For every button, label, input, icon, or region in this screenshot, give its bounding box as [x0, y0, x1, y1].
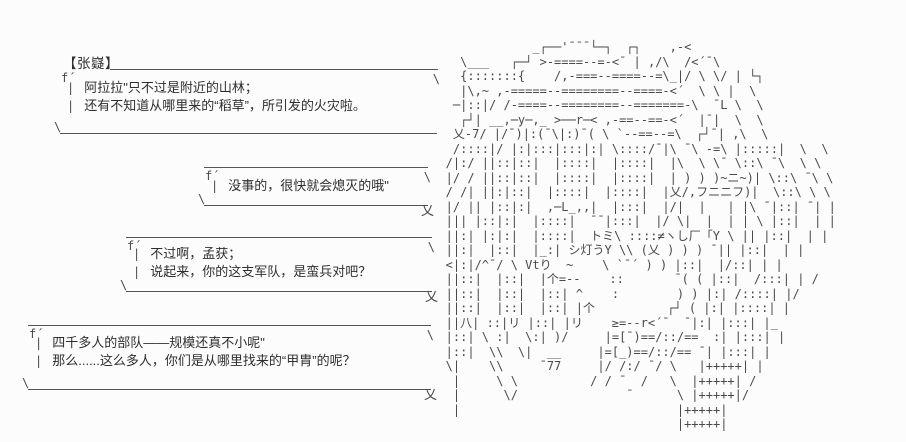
- bubble-corner-top-left: f´: [205, 169, 220, 183]
- speaker-name-label: 【张嶷】: [63, 56, 119, 71]
- bubble-tail: 乂: [423, 388, 437, 403]
- dialogue-text: 说起来，你的这支军队，是蛮兵对吧？: [150, 264, 372, 279]
- dialogue-text: 还有不知道从哪里来的“稻草”，所引发的火灾啦。: [84, 98, 366, 113]
- ascii-art-sprite: _┌──'¯¯¯└─┐ ┌┐ ,-< \___ ┌─┘ >-====--=-<¯…: [445, 40, 836, 431]
- bubble-corner-top-right: \: [432, 72, 440, 86]
- dialogue-text: 阿拉拉"只不过是附近的山林；: [84, 80, 258, 95]
- dialogue-text: 那么......这么多人，你们是从哪里找来的“甲胄”的呢？: [52, 353, 356, 368]
- bubble-corner-top-right: \: [427, 240, 435, 254]
- bubble-gutter-bar: |: [67, 99, 75, 113]
- dialogue-line: | 说起来，你的这支军队，是蛮兵对吧？: [133, 263, 426, 281]
- bubble-gutter-bar: |: [133, 247, 141, 261]
- speech-bubble-1: f´ \ \ | 阿拉拉"只不过是附近的山林； | 还有不知道从哪里来的“稻草”…: [54, 69, 440, 134]
- bubble-gutter-bar: |: [211, 179, 219, 193]
- dialogue-text: 没事的，很快就会熄灭的哦": [228, 178, 389, 193]
- speech-bubble-2: f´ \ \ 乂 | 没事的，很快就会熄灭的哦": [198, 167, 434, 218]
- speech-bubble-4: f´ \ \ 乂 | 四千多人的部队——规模还真不小呢" | 那么......这…: [22, 325, 437, 402]
- bubble-gutter-bar: |: [35, 336, 43, 350]
- dialogue-line: | 那么......这么多人，你们是从哪里找来的“甲胄”的呢？: [35, 352, 425, 370]
- bubble-corner-bottom-left: \: [22, 376, 30, 390]
- bubble-corner-bottom-left: \: [120, 278, 128, 292]
- dialogue-line: | 还有不知道从哪里来的“稻草”，所引发的火灾啦。: [67, 97, 431, 115]
- bubble-tail: 乂: [420, 204, 434, 219]
- bubble-corner-top-right: \: [426, 328, 434, 342]
- dialogue-line: | 不过啊，孟获；: [133, 245, 426, 263]
- dialogue-text: 四千多人的部队——规模还真不小呢": [52, 335, 265, 350]
- bubble-corner-top-left: f´: [127, 239, 142, 253]
- speech-bubble-3: f´ \ \ 乂 | 不过啊，孟获； | 说起来，你的这支军队，是蛮兵对吧？: [120, 237, 438, 304]
- bubble-corner-top-right: \: [423, 170, 431, 184]
- dialogue-line: | 阿拉拉"只不过是附近的山林；: [67, 79, 431, 97]
- bubble-top-line: [110, 69, 438, 70]
- dialogue-line: | 四千多人的部队——规模还真不小呢": [35, 334, 425, 352]
- bubble-gutter-bar: |: [35, 354, 43, 368]
- bubble-corner-bottom-left: \: [54, 120, 62, 134]
- bubble-corner-top-left: f´: [61, 71, 76, 85]
- bubble-corner-top-left: f´: [29, 327, 44, 341]
- bubble-gutter-bar: |: [67, 81, 75, 95]
- dialogue-line: | 没事的，很快就会熄灭的哦": [211, 177, 422, 195]
- dialogue-text: 不过啊，孟获；: [150, 246, 242, 261]
- bubble-corner-bottom-left: \: [198, 192, 206, 206]
- bubble-gutter-bar: |: [133, 265, 141, 279]
- bubble-tail: 乂: [424, 290, 438, 305]
